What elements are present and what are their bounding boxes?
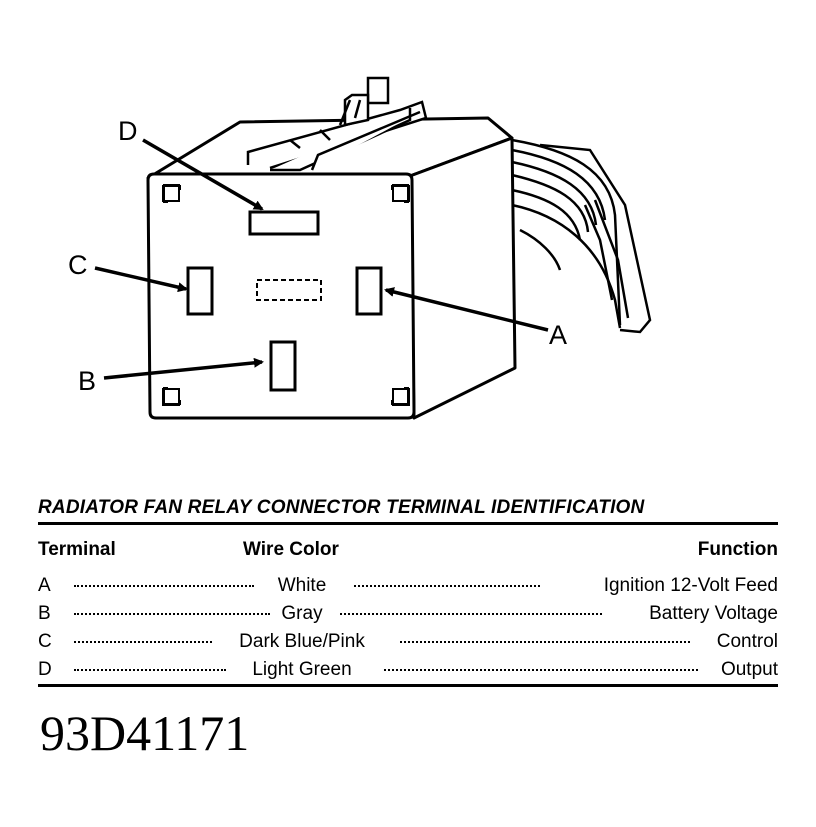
row-wire-color: Dark Blue/Pink bbox=[239, 631, 365, 652]
row-terminal: D bbox=[38, 659, 52, 680]
callout-a: A bbox=[549, 320, 568, 350]
header-function: Function bbox=[697, 539, 778, 560]
row-function: Output bbox=[720, 659, 778, 680]
row-terminal: A bbox=[38, 575, 51, 596]
leader-dots bbox=[384, 669, 698, 671]
title-rule bbox=[38, 522, 778, 525]
row-function: Ignition 12-Volt Feed bbox=[603, 575, 778, 596]
leader-dots bbox=[74, 669, 226, 671]
header-terminal: Terminal bbox=[38, 539, 116, 560]
figure-code: 93D41171 bbox=[40, 705, 250, 761]
leader-dots bbox=[354, 585, 540, 587]
leader-dots bbox=[74, 641, 212, 643]
leader-dots bbox=[74, 585, 254, 587]
leader-dots bbox=[400, 641, 690, 643]
housing-side-face bbox=[408, 136, 517, 420]
terminal-b-cavity bbox=[269, 340, 297, 392]
leader-arrows bbox=[94, 138, 549, 380]
table-row: B Gray Battery Voltage bbox=[38, 603, 778, 629]
table-row: D Light Green Output bbox=[38, 659, 778, 685]
row-function: Battery Voltage bbox=[649, 603, 778, 624]
row-wire-color: Light Green bbox=[252, 659, 352, 680]
terminal-a-cavity bbox=[355, 266, 383, 316]
table-title: RADIATOR FAN RELAY CONNECTOR TERMINAL ID… bbox=[38, 497, 645, 518]
unused-cavity bbox=[256, 279, 322, 301]
callout-b: B bbox=[78, 366, 97, 396]
bottom-rule bbox=[38, 684, 778, 687]
table-row: A White Ignition 12-Volt Feed bbox=[38, 575, 778, 601]
row-wire-color: Gray bbox=[281, 603, 323, 624]
row-terminal: B bbox=[38, 603, 51, 624]
table-row: C Dark Blue/Pink Control bbox=[38, 631, 778, 657]
terminal-c-cavity bbox=[186, 266, 214, 316]
row-wire-color: White bbox=[277, 575, 327, 596]
callout-d: D bbox=[118, 116, 138, 146]
leader-dots bbox=[340, 613, 602, 615]
row-terminal: C bbox=[38, 631, 52, 652]
leader-dots bbox=[74, 613, 270, 615]
housing-front-face bbox=[146, 172, 416, 420]
relay-connector-illustration bbox=[94, 76, 652, 420]
callout-c: C bbox=[68, 250, 88, 280]
corner-squares bbox=[162, 184, 410, 406]
locking-tab bbox=[246, 76, 428, 172]
row-function: Control bbox=[716, 631, 778, 652]
header-wire-color: Wire Color bbox=[243, 539, 339, 560]
wire-bundle bbox=[511, 138, 652, 334]
terminal-d-cavity bbox=[248, 210, 320, 236]
